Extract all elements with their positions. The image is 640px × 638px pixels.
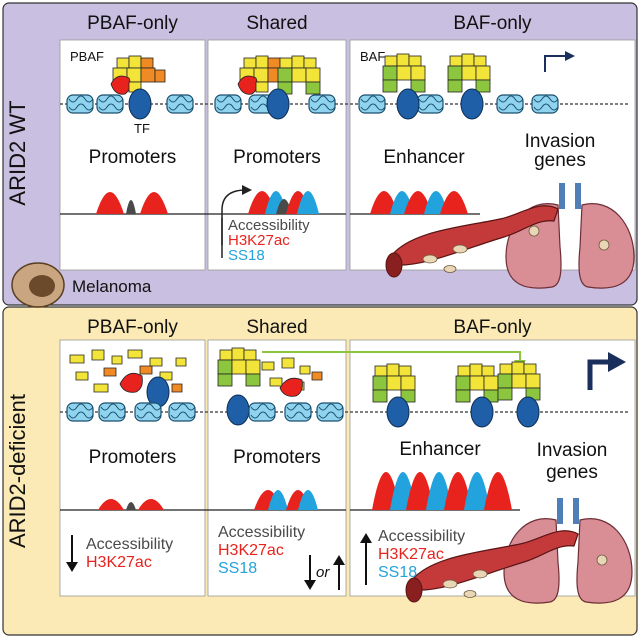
invasion-word: Invasion [536, 440, 608, 461]
region-label-bottom-1: Promoters [88, 447, 177, 468]
legend-baf-bottom: Accessibility H3K27ac SS18 [378, 528, 465, 582]
col-header-shared-top: Shared [246, 13, 308, 34]
baf-label: BAF [360, 49, 386, 64]
legend-h3k27ac: H3K27ac [86, 554, 152, 571]
side-label-top: ARID2 WT [5, 100, 30, 206]
legend-h3k27ac: H3K27ac [228, 232, 290, 249]
legend-pbaf-bottom: Accessibility H3K27ac [86, 536, 173, 572]
col-header-baf-top: BAF-only [453, 13, 532, 34]
or-label: or [316, 564, 330, 581]
legend-shared-bottom: Accessibility H3K27ac SS18 [218, 524, 305, 578]
col-header-pbaf-top: PBAF-only [87, 13, 178, 34]
col-header-baf-bottom: BAF-only [453, 317, 532, 338]
invasion-genes-bottom: Invasion genes [522, 440, 622, 484]
region-label-bottom-3: Enhancer [399, 439, 481, 460]
invasion-genes-top: Invasion genes [510, 132, 610, 170]
legend-top: Accessibility H3K27ac SS18 [228, 218, 310, 263]
legend-ss18: SS18 [378, 564, 418, 581]
legend-h3k27ac: H3K27ac [378, 546, 444, 563]
legend-accessibility: Accessibility [378, 528, 466, 545]
legend-h3k27ac: H3K27ac [218, 542, 284, 559]
region-label-top-1: Promoters [88, 147, 177, 168]
pbaf-label: PBAF [70, 49, 104, 64]
col-header-pbaf-bottom: PBAF-only [87, 317, 178, 338]
legend-accessibility: Accessibility [228, 217, 310, 234]
col-header-shared-bottom: Shared [246, 317, 308, 338]
melanoma-label: Melanoma [72, 277, 152, 296]
legend-ss18: SS18 [228, 247, 265, 264]
tf-label: TF [134, 121, 150, 136]
invasion-word: Invasion [524, 131, 596, 152]
legend-accessibility: Accessibility [86, 536, 174, 553]
genes-word: genes [534, 150, 586, 171]
region-label-bottom-2: Promoters [233, 447, 321, 468]
legend-ss18: SS18 [218, 560, 258, 577]
legend-accessibility: Accessibility [218, 524, 306, 541]
genes-word: genes [546, 462, 598, 483]
region-label-top-2: Promoters [233, 147, 321, 168]
region-label-top-3: Enhancer [383, 147, 465, 168]
side-label-bottom: ARID2-deficient [5, 393, 30, 549]
